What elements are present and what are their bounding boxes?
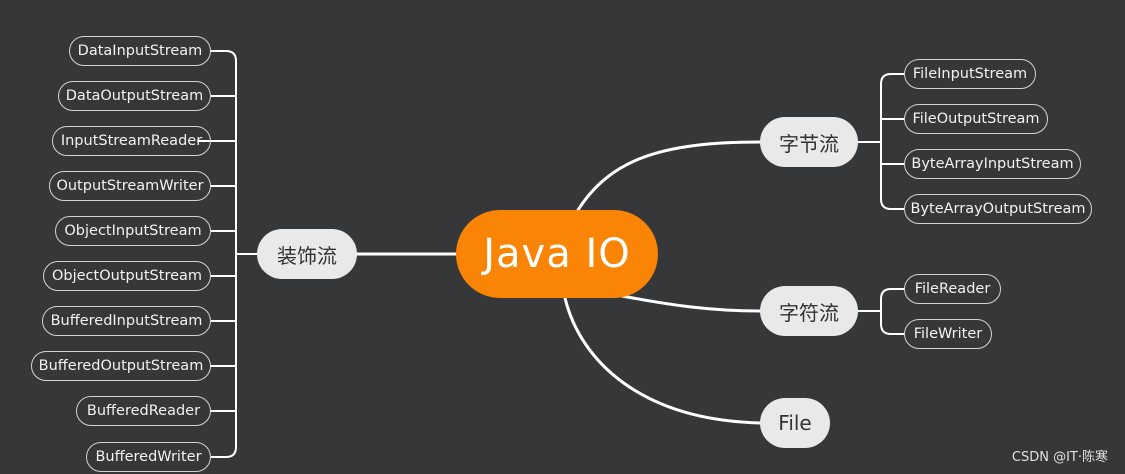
branch-byte-stream[interactable]: 字节流 <box>760 117 858 167</box>
leaf-buffered-input-stream[interactable]: BufferedInputStream <box>42 306 211 336</box>
leaf-object-output-stream[interactable]: ObjectOutputStream <box>43 261 211 291</box>
link-byte-bottom <box>880 198 905 210</box>
watermark: CSDN @IT·陈寒 <box>1011 450 1108 465</box>
leaf-input-stream-reader[interactable]: InputStreamReader <box>52 126 211 156</box>
link-byte-top <box>880 73 905 85</box>
leaf-byte-array-input-stream[interactable]: ByteArrayInputStream <box>904 149 1081 179</box>
leaf-output-stream-writer[interactable]: OutputStreamWriter <box>49 171 211 201</box>
leaf-file-writer[interactable]: FileWriter <box>904 319 992 349</box>
leaf-file-output-stream[interactable]: FileOutputStream <box>904 104 1048 134</box>
leaf-object-input-stream[interactable]: ObjectInputStream <box>55 216 211 246</box>
root-node-java-io[interactable]: Java IO <box>456 210 658 298</box>
link-char-lower <box>880 310 905 335</box>
branch-decorator-stream[interactable]: 装饰流 <box>257 229 357 279</box>
link-root-file <box>563 296 762 425</box>
leaf-data-output-stream[interactable]: DataOutputStream <box>58 81 211 111</box>
leaf-file-reader[interactable]: FileReader <box>904 274 1001 304</box>
link-root-char-stream <box>620 294 762 313</box>
link-root-byte-stream <box>576 140 762 212</box>
leaf-buffered-reader[interactable]: BufferedReader <box>76 396 211 426</box>
branch-char-stream[interactable]: 字符流 <box>760 286 858 336</box>
leaf-file-input-stream[interactable]: FileInputStream <box>904 59 1036 89</box>
leaf-byte-array-output-stream[interactable]: ByteArrayOutputStream <box>904 194 1092 224</box>
leaf-data-input-stream[interactable]: DataInputStream <box>69 36 211 66</box>
link-decorator-top <box>210 50 237 62</box>
link-char-upper <box>880 288 905 312</box>
link-decorator-bottom <box>210 446 237 458</box>
leaf-buffered-output-stream[interactable]: BufferedOutputStream <box>31 351 211 381</box>
leaf-buffered-writer[interactable]: BufferedWriter <box>86 442 211 472</box>
branch-file[interactable]: File <box>760 398 830 448</box>
